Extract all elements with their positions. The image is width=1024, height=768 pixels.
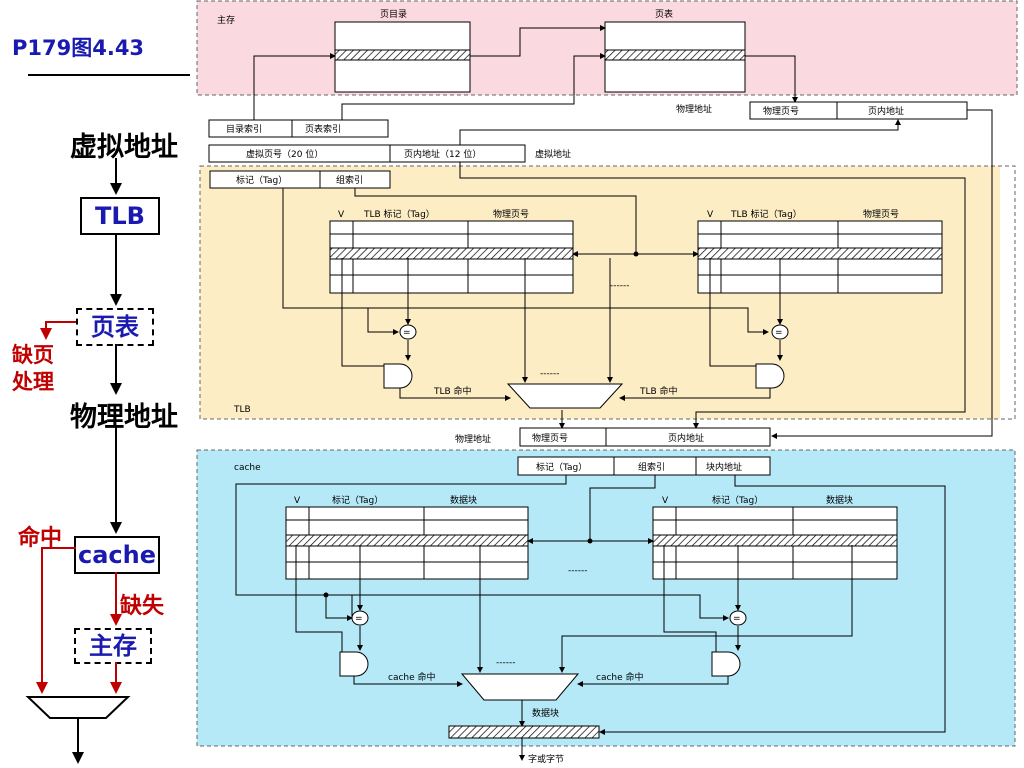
tlb-mux-dashes: ------ (540, 369, 560, 379)
tlb-right-and-gate-icon (755, 363, 785, 389)
flow-tlb-box: TLB (80, 197, 160, 235)
vpn-label: 虚拟页号（20 位） (246, 148, 323, 160)
left-flow-red-arrows (36, 321, 122, 694)
cache-right-col-v: V (662, 496, 669, 506)
cache-block-offset-label: 块内地址 (706, 461, 742, 473)
cache-data-block-label: 数据块 (532, 707, 559, 719)
dir-index-label: 目录索引 (226, 123, 262, 135)
tlb-left-col-v: V (338, 210, 345, 220)
svg-text:=: = (733, 614, 741, 624)
flow-hit-label: 命中 (18, 526, 63, 551)
cache-left-comparator-icon (351, 610, 369, 626)
flow-virtual-address: 虚拟地址 (70, 132, 178, 163)
tlb-right-col-v: V (707, 210, 714, 220)
svg-text:=: = (403, 328, 411, 338)
cache-mux (460, 673, 580, 701)
cache-left-table: V 标记（Tag） 数据块 (285, 494, 529, 580)
mid-offset-label: 页内地址 (668, 432, 704, 444)
cache-hit-right-label: cache 命中 (596, 671, 644, 683)
cache-ellipsis: ------ (568, 566, 588, 576)
cache-region-label: cache (234, 463, 261, 473)
cache-output-register (448, 725, 600, 739)
cache-mux-dashes: ------ (496, 658, 516, 668)
cache-hit-left-label: cache 命中 (388, 671, 436, 683)
top-ppn-label: 物理页号 (763, 105, 799, 117)
cache-right-col-data: 数据块 (826, 494, 853, 506)
cache-block-offset-field (695, 456, 771, 476)
mid-physical-address-label: 物理地址 (455, 433, 491, 445)
svg-text:=: = (355, 614, 363, 624)
tlb-region-label: TLB (233, 405, 251, 415)
tlb-hit-left-label: TLB 命中 (433, 385, 472, 397)
cache-region (196, 449, 1016, 747)
flow-page-fault: 缺页 处理 (12, 342, 54, 396)
tlb-left-col-tag: TLB 标记（Tag） (363, 208, 435, 220)
table-index-field (291, 119, 389, 138)
tlb-ellipsis: ------ (610, 281, 630, 291)
table-index-label: 页表索引 (305, 123, 341, 135)
tlb-hit-right-label: TLB 命中 (639, 385, 678, 397)
flow-main-memory-box: 主存 (74, 628, 152, 664)
tlb-right-col-ppn: 物理页号 (863, 208, 899, 220)
tlb-set-index-label: 组索引 (336, 174, 363, 186)
svg-text:=: = (775, 328, 783, 338)
cache-right-comparator-icon (729, 610, 747, 626)
cache-right-col-tag: 标记（Tag） (712, 494, 763, 506)
top-offset-label: 页内地址 (868, 105, 904, 117)
va-offset-label: 页内地址（12 位） (404, 148, 481, 160)
page-table-label: 页表 (655, 8, 673, 20)
page-fault-line2: 处理 (12, 370, 54, 394)
left-flow-arrows (72, 158, 122, 764)
tlb-right-table: V TLB 标记（Tag） 物理页号 (697, 208, 943, 294)
virtual-address-label: 虚拟地址 (535, 148, 571, 160)
cache-right-table: V 标记（Tag） 数据块 (652, 494, 898, 580)
tlb-mux (506, 383, 624, 409)
top-physical-address-label: 物理地址 (676, 103, 712, 115)
cache-left-col-tag: 标记（Tag） (332, 494, 383, 506)
tlb-right-comparator-icon (771, 324, 789, 340)
mid-ppn-label: 物理页号 (532, 432, 568, 444)
page-fault-line1: 缺页 (12, 343, 54, 367)
cache-left-col-data: 数据块 (450, 494, 477, 506)
va-offset-field (389, 144, 526, 163)
cache-right-and-gate-icon (711, 651, 741, 677)
left-mux (25, 696, 131, 719)
tlb-right-col-tag: TLB 标记（Tag） (730, 208, 802, 220)
cache-output-label: 字或字节 (528, 753, 564, 765)
main-memory-label: 主存 (217, 14, 235, 26)
page-directory-label: 页目录 (380, 9, 407, 20)
tlb-left-comparator-icon (399, 324, 417, 340)
cache-left-col-v: V (294, 496, 301, 506)
flow-miss-label: 缺失 (120, 594, 165, 619)
slide-title: P179图4.43 (12, 36, 145, 60)
cache-left-and-gate-icon (339, 651, 369, 677)
flow-physical-address: 物理地址 (70, 402, 178, 433)
flow-cache-box: cache (74, 536, 160, 574)
tlb-left-and-gate-icon (383, 363, 413, 389)
tlb-left-col-ppn: 物理页号 (493, 208, 529, 220)
title-underline (28, 74, 190, 76)
cache-tag-label: 标记（Tag） (536, 461, 587, 473)
cache-set-index-label: 组索引 (638, 461, 665, 473)
tlb-tag-label: 标记（Tag） (236, 174, 287, 186)
mid-offset-field (605, 427, 771, 447)
tlb-left-table: V TLB 标记（Tag） 物理页号 (329, 208, 574, 294)
